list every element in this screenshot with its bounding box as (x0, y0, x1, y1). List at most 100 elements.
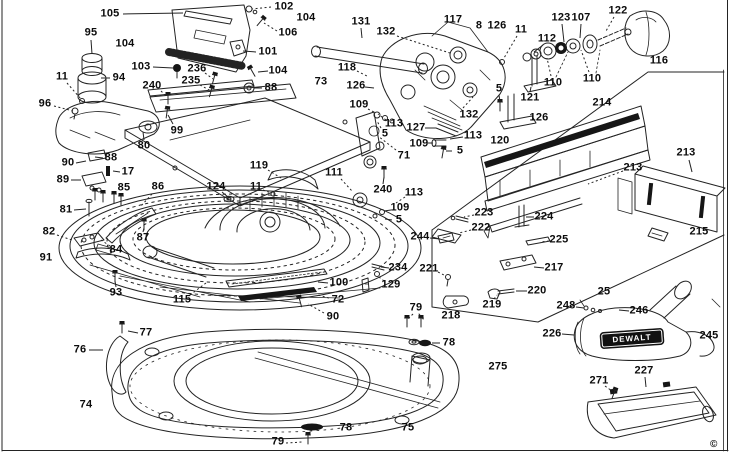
part-label: 84 (109, 243, 123, 256)
leader-line (458, 229, 472, 234)
leader-line (377, 113, 387, 121)
part-label: 218 (441, 309, 461, 322)
part-label: 109 (409, 137, 429, 150)
part-label: 240 (373, 183, 393, 196)
leader-line (644, 376, 647, 388)
leader-line (575, 306, 585, 309)
leader-line (112, 170, 121, 173)
arm-cover-plate (165, 4, 268, 78)
part-label: 217 (544, 261, 564, 274)
leader-line (114, 280, 117, 288)
part-label: 5 (456, 144, 464, 157)
part-label: 271 (589, 374, 609, 387)
part-label: 99 (170, 124, 184, 137)
part-label: 76 (73, 343, 87, 356)
leader-line (580, 49, 590, 73)
part-label: 90 (61, 156, 75, 169)
copyright-mark: © (710, 439, 718, 450)
leader-line (367, 108, 377, 114)
leader-line (378, 276, 385, 282)
arbor-shaft-set (497, 10, 670, 130)
leader-line (90, 39, 93, 55)
leader-line (140, 193, 153, 207)
part-label: 109 (390, 201, 410, 214)
part-label: 222 (471, 221, 491, 234)
leader-line (142, 227, 145, 233)
part-label: 213 (676, 146, 696, 159)
leader-line (533, 266, 545, 269)
part-label: 248 (556, 299, 576, 312)
part-label: 123 (551, 11, 571, 24)
leader-line (307, 303, 325, 314)
part-label: 101 (258, 45, 278, 58)
part-label: 118 (337, 61, 357, 74)
leader-line (380, 266, 390, 269)
part-label: 121 (520, 91, 540, 104)
leader-line (377, 135, 397, 151)
leader-line (152, 66, 174, 69)
part-label: 132 (459, 108, 479, 121)
dust-tray (586, 381, 717, 439)
part-label: 111 (325, 166, 343, 179)
leader-line (395, 196, 406, 204)
part-label: 88 (264, 81, 278, 94)
kerf-plates (225, 263, 385, 308)
leader-line (360, 27, 363, 39)
part-label: 85 (117, 181, 131, 194)
part-label: 104 (115, 37, 135, 50)
part-label: 240 (142, 79, 162, 92)
leader-line (539, 240, 550, 243)
part-label: 11 (514, 23, 528, 36)
part-label: 94 (112, 71, 126, 84)
leader-line (429, 237, 441, 240)
leader-line (199, 84, 212, 92)
part-label: 100 (329, 276, 349, 289)
part-label: 213 (623, 161, 643, 174)
leader-line (53, 105, 74, 112)
fence-hardware (431, 204, 602, 313)
part-label: 104 (268, 64, 288, 77)
turntable (58, 169, 422, 311)
part-label: 129 (381, 278, 401, 291)
part-label: 109 (349, 98, 369, 111)
part-label: 126 (487, 19, 507, 32)
part-label: 275 (488, 360, 508, 373)
leader-line (122, 12, 184, 15)
leader-line (160, 90, 168, 98)
part-label: 79 (409, 301, 423, 314)
part-label: 11 (55, 70, 69, 83)
leader-line (221, 191, 229, 198)
part-label: 226 (542, 327, 562, 340)
part-label: 244 (410, 230, 430, 243)
leader-line (529, 86, 532, 93)
leader-line (376, 120, 382, 129)
part-label: 221 (419, 262, 439, 275)
leader-line (463, 214, 475, 218)
leader-line (317, 294, 330, 299)
part-label: 227 (634, 364, 654, 377)
part-label: 11 (249, 180, 263, 193)
part-label: 132 (376, 25, 396, 38)
part-label: 113 (404, 186, 424, 199)
part-label: 223 (474, 206, 494, 219)
leader-line (561, 333, 575, 336)
part-label: 107 (571, 11, 591, 24)
leader-line (546, 57, 552, 77)
part-label: 5 (381, 127, 389, 140)
leader-line (579, 23, 582, 39)
leader-line (262, 189, 272, 194)
leader-line (100, 239, 111, 247)
part-label: 78 (442, 336, 456, 349)
part-label: 93 (109, 286, 123, 299)
leader-line (242, 50, 257, 53)
leader-line (604, 385, 613, 392)
part-label: 245 (699, 329, 719, 342)
leader-line (688, 159, 693, 173)
part-label: 95 (84, 26, 98, 39)
leader-line (382, 176, 385, 185)
part-label: 214 (592, 96, 612, 109)
leader-line (384, 218, 393, 221)
